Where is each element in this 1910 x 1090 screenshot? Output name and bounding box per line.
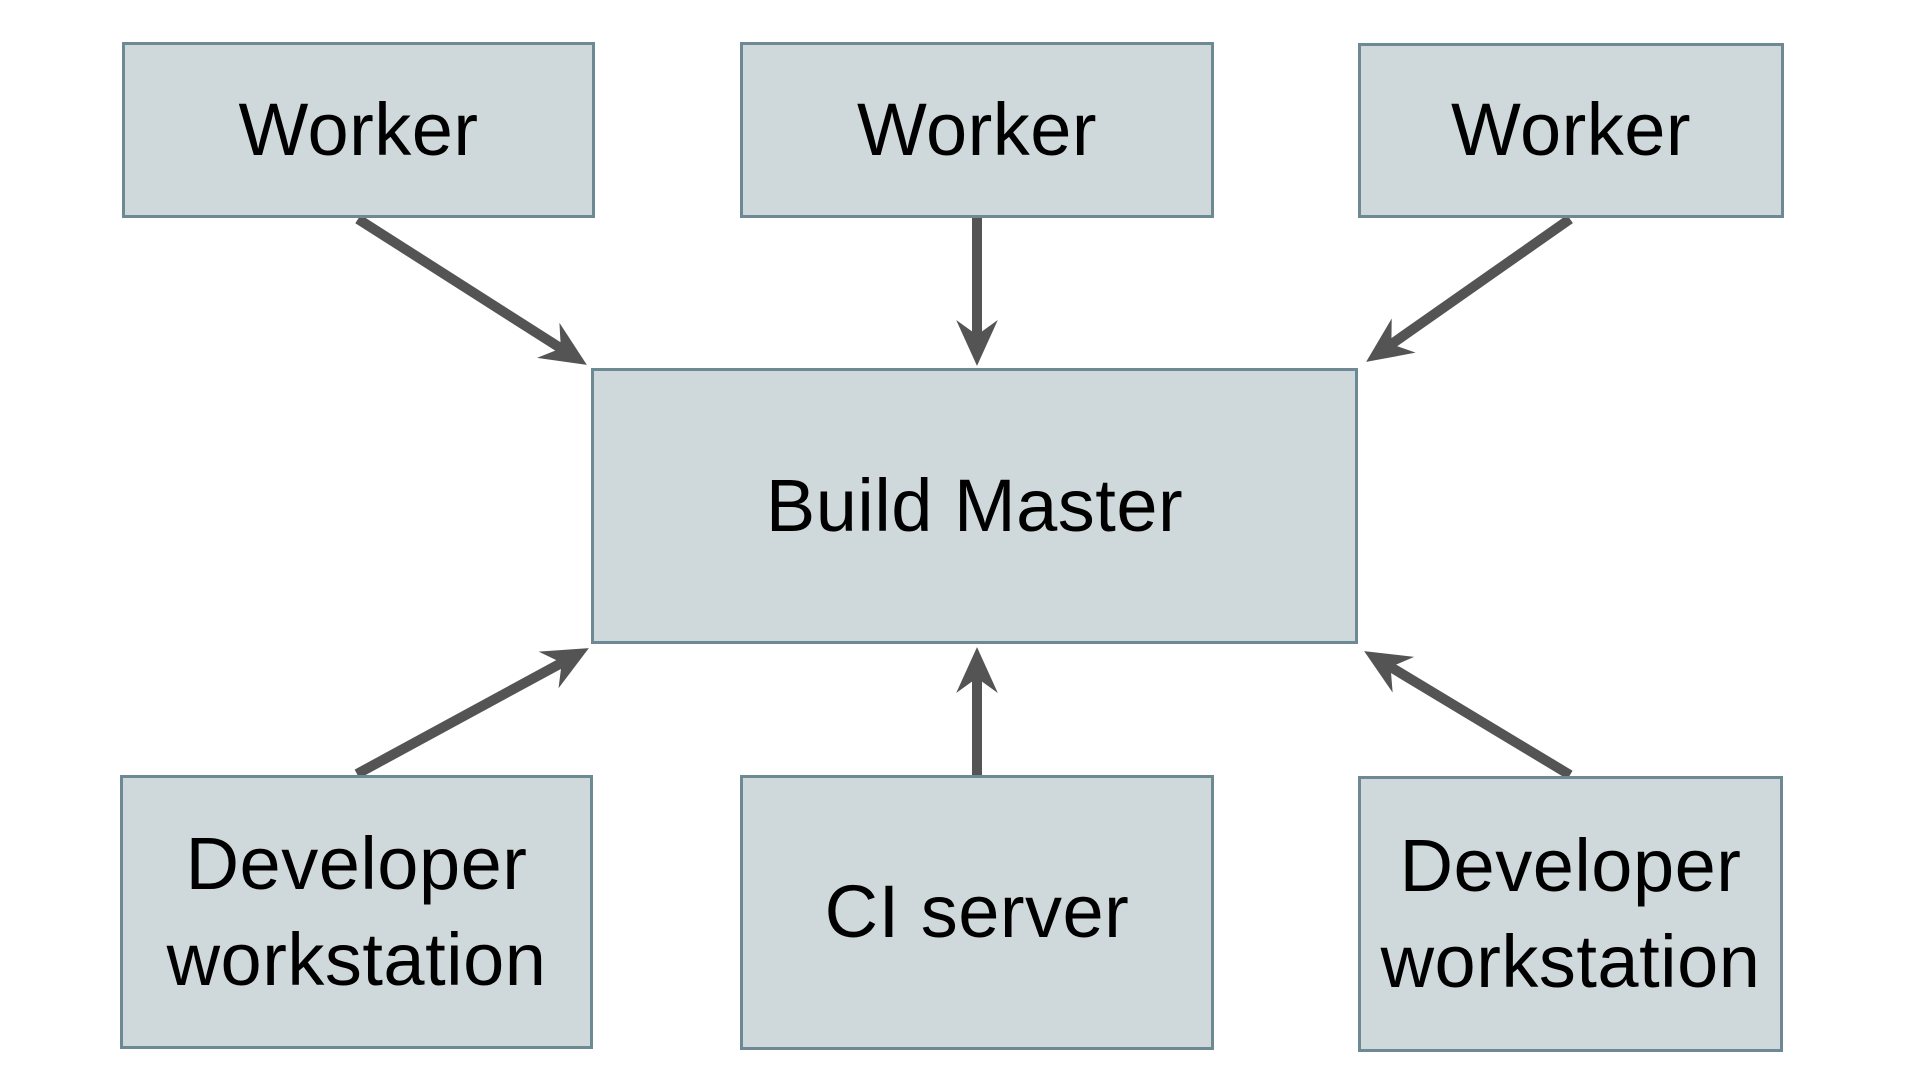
node-build-master: Build Master [591, 368, 1358, 644]
arrow-worker-1-to-build-master [355, 214, 587, 365]
node-developer-workstation-2: Developer workstation [1358, 776, 1783, 1052]
node-label: Worker [856, 87, 1098, 171]
node-worker-3: Worker [1358, 43, 1784, 218]
node-ci-server: CI server [740, 775, 1214, 1050]
arrow-developer-workstation-2-to-build-master [1364, 651, 1573, 780]
node-label: Worker [238, 87, 479, 171]
node-developer-workstation-1: Developer workstation [120, 775, 593, 1049]
node-label: Build Master [765, 463, 1184, 547]
arrow-developer-workstation-1-to-build-master [354, 648, 589, 779]
node-worker-2: Worker [740, 42, 1214, 218]
node-label: CI server [824, 870, 1130, 954]
arrow-worker-3-to-build-master [1366, 214, 1573, 362]
node-label: Developer workstation [166, 821, 547, 1001]
node-label: Worker [1450, 88, 1692, 172]
node-label: Developer workstation [1380, 823, 1761, 1003]
node-worker-1: Worker [122, 42, 595, 218]
